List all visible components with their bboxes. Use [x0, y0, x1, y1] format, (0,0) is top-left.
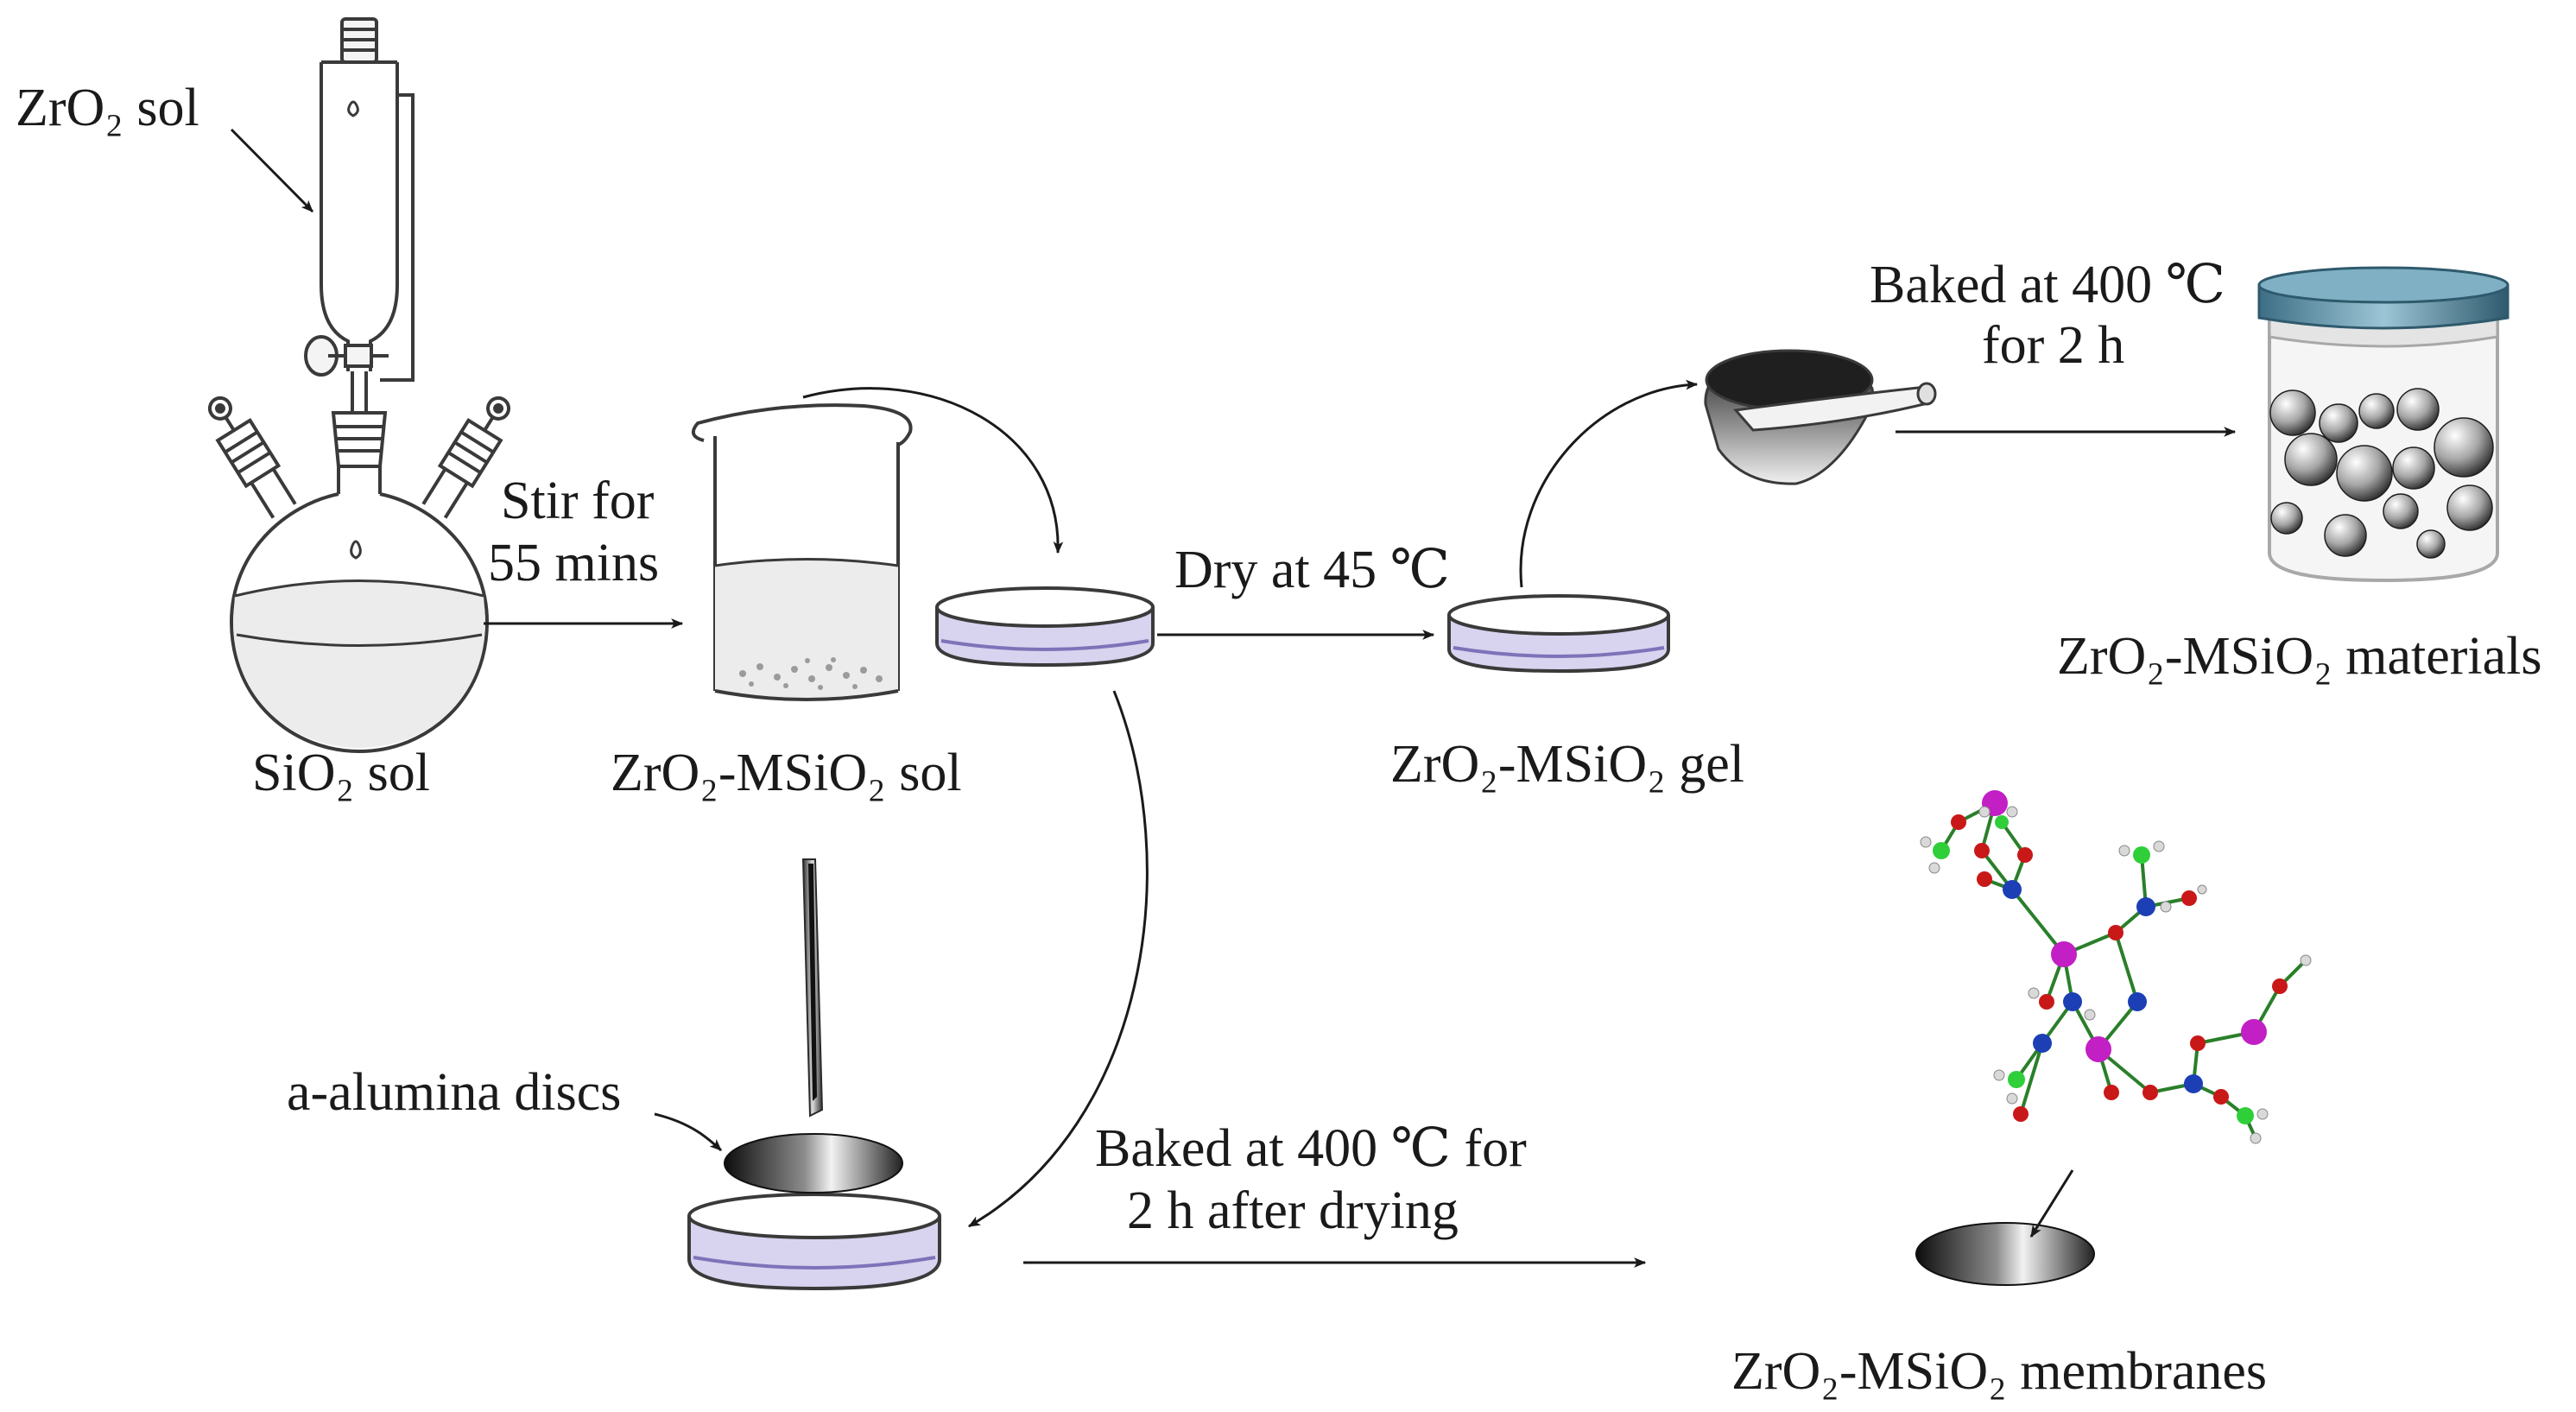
gel-label: ZrO₂-MSiO₂ gel	[1390, 735, 1744, 794]
three-neck-flask-icon	[207, 17, 511, 754]
tweezers-icon	[801, 858, 824, 1118]
mixed-sol-label: ZrO₂-MSiO₂ sol	[611, 744, 962, 802]
membranes-label: ZrO₂-MSiO₂ membranes	[1731, 1342, 2267, 1401]
petri-dish-3-icon	[687, 1193, 941, 1291]
zro2-sol-pointer-arrow	[230, 128, 314, 213]
materials-label: ZrO₂-MSiO₂ materials	[2057, 627, 2542, 686]
bake-materials-label-line2: for 2 h	[1982, 316, 2124, 375]
petri-dish-2-icon	[1447, 594, 1670, 674]
zro2-sol-label: ZrO₂ sol	[16, 79, 199, 137]
bake-materials-label-line1: Baked at 400 ℃	[1870, 256, 2225, 314]
alumina-disc-icon	[724, 1133, 903, 1194]
mortar-and-pestle-icon	[1704, 349, 1937, 485]
sio2-sol-label: SiO₂ sol	[252, 744, 430, 802]
dip-coating-arrow	[967, 690, 1149, 1228]
membrane-pointer-arrow	[2029, 1169, 2074, 1238]
pour-to-dish-arrow	[802, 387, 1064, 554]
bake-membranes-label-line2: 2 h after drying	[1127, 1181, 1459, 1240]
stir-label-line1: Stir for	[501, 472, 655, 530]
membrane-disc-icon	[1915, 1222, 2095, 1286]
grind-arrow	[1519, 379, 1699, 588]
jar-with-balls-icon	[2257, 266, 2510, 583]
stir-label-line2: 55 mins	[488, 534, 659, 592]
molecular-structure-icon	[1920, 790, 2312, 1144]
alumina-discs-label: a-alumina discs	[287, 1063, 621, 1122]
dry-label: Dry at 45 ℃	[1174, 541, 1450, 599]
petri-dish-1-icon	[935, 586, 1155, 668]
bake-membranes-label-line1: Baked at 400 ℃ for	[1095, 1119, 1527, 1178]
beaker-icon	[691, 403, 913, 701]
disc-label-pointer	[654, 1112, 723, 1152]
